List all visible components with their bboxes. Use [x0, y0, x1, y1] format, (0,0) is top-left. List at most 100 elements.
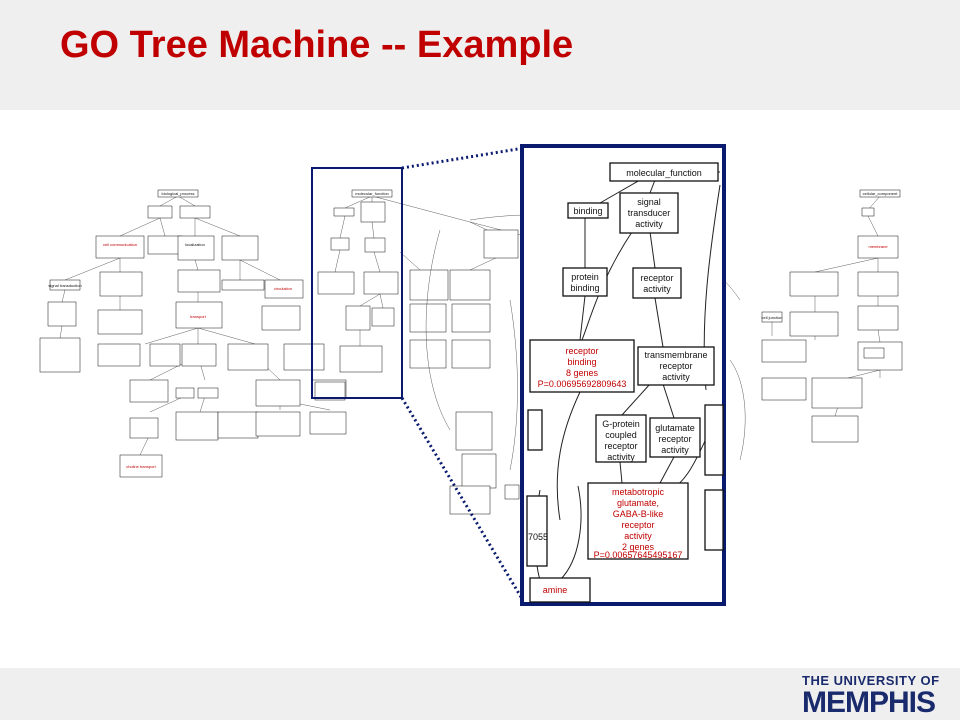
node-metal-ion [217, 411, 259, 439]
node-protein-complex [863, 347, 885, 359]
node-binding [333, 207, 355, 217]
node-amino-acetylcholine [451, 339, 491, 369]
node-polyamine-transporter [451, 303, 491, 333]
node-carboxylic-acid [255, 379, 301, 407]
node-cell-communication [95, 235, 145, 259]
node-fragment [504, 484, 520, 500]
zoom-label-activity: activity [635, 219, 663, 229]
zoom-node-protein-binding [562, 267, 608, 297]
node-amine-transporter [409, 269, 449, 301]
label-membrane: membrane [868, 244, 888, 249]
zoom-label-rb-2: binding [567, 357, 596, 367]
node-water-transport [129, 379, 169, 403]
node-amino-acid [309, 411, 347, 435]
node-voltage-gated [811, 377, 863, 409]
node-establishment-localization [177, 269, 221, 293]
node-receptor-activity [364, 237, 386, 253]
node-transmission-nerve [97, 309, 143, 335]
node-signal-transduction [49, 279, 81, 291]
node-regulation-blood [261, 305, 301, 331]
label-molecular-function-thumb: molecular_function [355, 191, 389, 196]
zoom-connector-top [401, 146, 525, 170]
zoom-label-rb-3: 8 genes [566, 368, 599, 378]
node-integral-membrane [857, 305, 899, 331]
node-organismal [221, 235, 259, 261]
logo-line-2: MEMPHIS [802, 686, 936, 719]
zoom-label-tm-1: transmembrane [644, 350, 707, 360]
label-cellular-component: cellular_component [863, 191, 899, 196]
node-cell [861, 207, 875, 217]
node-transport [175, 301, 223, 329]
zoom-node-signal-transducer [619, 192, 679, 234]
molecular-function-tree: molecular_function [314, 189, 541, 515]
node-divalent-cation [175, 411, 219, 441]
node-gap-junction [761, 377, 807, 401]
zoom-label-protein: protein [571, 272, 599, 282]
node-choline-transport [119, 454, 163, 478]
zoom-node-binding [567, 202, 609, 219]
zoom-label-mt-7: P=0.00657645495167 [594, 550, 683, 560]
zoom-label-tm-2: receptor [659, 361, 692, 371]
logo-line-1: THE UNIVERSITY OF [802, 673, 940, 688]
node-cellular-component [859, 189, 901, 198]
zoom-label-mt-2: glutamate, [617, 498, 659, 508]
zoom-fragment-right-2 [704, 489, 724, 551]
zoom-label-receptor: receptor [640, 273, 673, 283]
zoom-label-mt-3: GABA-B-like [613, 509, 664, 519]
zoom-node-glutamate [649, 417, 701, 458]
zoom-fragment-right-1 [704, 404, 724, 476]
node-cellular-physiological [147, 235, 183, 255]
node-organic-acid-transporter [483, 229, 519, 259]
label-cell-junction: cell junction [762, 315, 783, 320]
zoom-label-gp-4: activity [607, 452, 635, 462]
zoom-label-mt-4: receptor [621, 520, 654, 530]
biological-process-tree: biological_process cell communicatio [39, 189, 347, 478]
zoom-fragment-left [526, 495, 548, 567]
node-cell-junction [761, 311, 783, 323]
zoom-label-mt-5: activity [624, 531, 652, 541]
label-circulation: circulation [274, 286, 292, 291]
node-connexon [811, 415, 859, 443]
zoom-fragment-1 [527, 409, 543, 451]
node-gprotein [345, 305, 371, 331]
node-circulation [264, 279, 304, 299]
node-cationic-amino [455, 411, 493, 451]
node-carboxylic-transporter [449, 269, 491, 301]
zoom-label-gp-1: G-protein [602, 419, 640, 429]
zoom-label-gp-2: coupled [605, 430, 637, 440]
zoom-node-transmembrane [637, 346, 715, 386]
zoom-label-amine: amine [543, 585, 568, 595]
node-transmembrane [363, 271, 399, 295]
zoom-label-binding: binding [573, 206, 602, 216]
node-metabotropic [339, 345, 383, 373]
node-intrinsic-plasma [789, 311, 839, 337]
label-localization: localization [185, 242, 205, 247]
node-neurophysiological [221, 279, 265, 291]
node-dicarboxylic [255, 411, 301, 437]
zoom-label-gl-3: activity [661, 445, 689, 455]
node-inorganic-anion [129, 417, 159, 439]
zoom-node-metabotropic [587, 482, 689, 560]
node-plasma-membrane [789, 271, 839, 297]
node-organic-acid [227, 343, 269, 371]
zoom-label-gl-1: glutamate [655, 423, 695, 433]
node-gprotein-pathway [39, 337, 81, 373]
node-intrinsic-membrane [857, 271, 899, 297]
node-l-amino-acid [409, 339, 447, 369]
zoom-label-rb-4: P=0.00695692809643 [538, 379, 627, 389]
zoom-label-gp-3: receptor [604, 441, 637, 451]
footer-band [0, 668, 960, 720]
label-transport: transport [190, 314, 207, 319]
node-neurotransmitter [283, 343, 325, 371]
node-membrane [857, 235, 899, 259]
node-glutamate [371, 307, 395, 327]
node-receptor-binding [317, 271, 355, 295]
node-amino-acid-transporter [409, 303, 447, 333]
node-cation-transport [197, 387, 219, 399]
zoom-node-molecular-function [609, 162, 719, 182]
node-physiological-process [179, 205, 211, 219]
zoom-label-mt-1: metabotropic [612, 487, 665, 497]
node-anion-transport [175, 387, 195, 399]
zoom-label-rb-1: receptor [565, 346, 598, 356]
